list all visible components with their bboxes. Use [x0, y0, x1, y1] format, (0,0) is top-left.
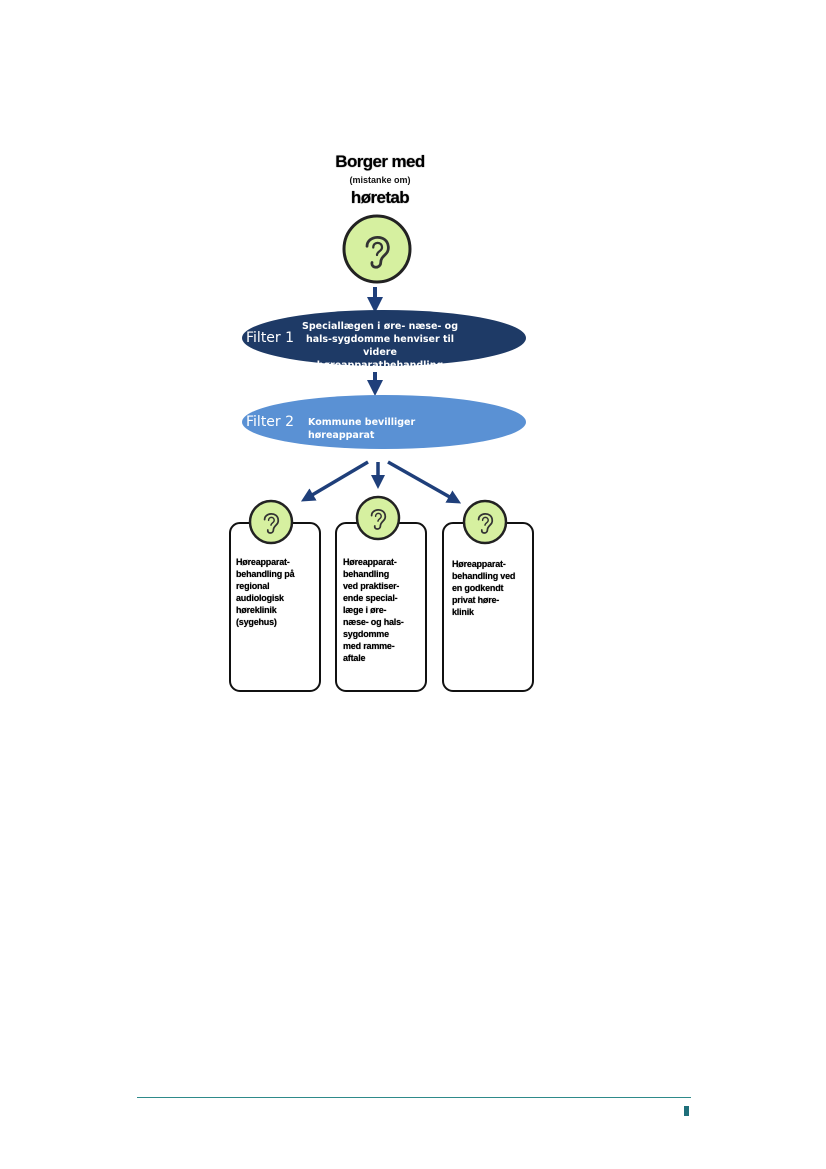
filter2-text: Kommune bevilliger høreapparat: [308, 417, 416, 441]
arrow-to-box3: [387, 460, 462, 504]
diagram-title-line2: (mistanke om): [349, 175, 411, 185]
box3-ear-node: [462, 499, 508, 545]
box1-ear-node: [248, 499, 294, 545]
footer-rule: [137, 1097, 691, 1098]
filter2-ellipse: [242, 395, 526, 449]
box2-text: Høreapparat- behandling ved praktiser- e…: [343, 557, 404, 663]
filter1-text: Speciallægen i øre- næse- og hals-sygdom…: [301, 321, 459, 371]
box3-text: Høreapparat- behandling ved en godkendt …: [452, 559, 516, 617]
diagram-title-line1: Borger med: [335, 152, 425, 171]
diagram-title-line3: høretab: [350, 188, 410, 207]
box2-ear-node: [355, 495, 401, 541]
top-ear-node: [342, 214, 412, 284]
filter2-label: Filter 2: [246, 414, 295, 430]
footer-mark: [684, 1106, 689, 1116]
box1-text: Høreapparat- behandling på regional audi…: [236, 557, 295, 627]
filter1-ellipse: [242, 310, 526, 366]
arrow-to-box1: [300, 460, 369, 502]
filter1-label: Filter 1: [246, 330, 295, 346]
